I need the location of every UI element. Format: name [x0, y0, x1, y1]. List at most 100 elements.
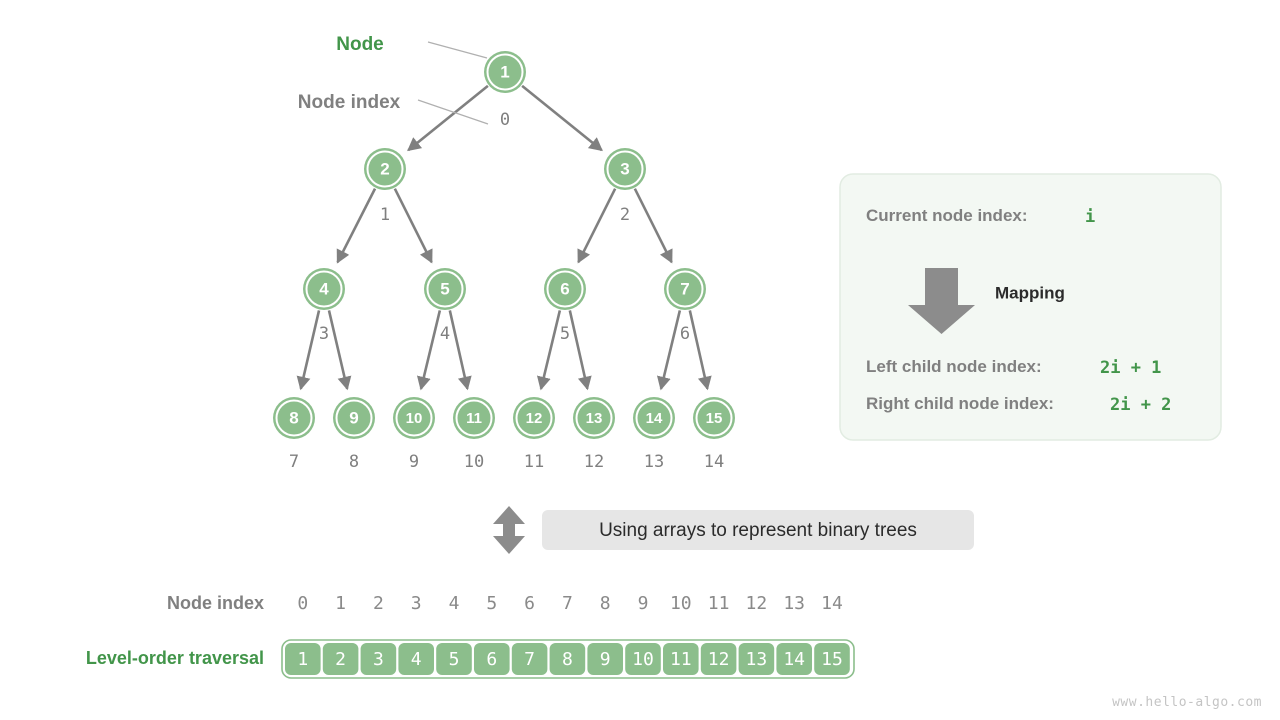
node-circle: [633, 397, 675, 439]
node-leader-line: [427, 41, 488, 59]
array-cell[interactable]: [436, 643, 472, 675]
array-cell[interactable]: [738, 643, 775, 675]
tree-node[interactable]: 5: [424, 268, 466, 310]
array-cell-value: 15: [821, 649, 843, 670]
node-circle: [573, 397, 615, 439]
node-inner-ring: [426, 270, 464, 308]
node-inner-ring: [546, 270, 584, 308]
node-value: 10: [406, 410, 423, 427]
node-index-value: 3: [319, 324, 329, 344]
tree-edge: [688, 310, 712, 391]
array-index-value: 14: [821, 593, 843, 614]
node-inner-ring: [395, 399, 433, 437]
node-index-value: 8: [349, 452, 359, 472]
node-circle: [364, 148, 406, 190]
node-index-value: 14: [704, 452, 724, 472]
node-value: 2: [380, 159, 389, 178]
node-inner-ring: [305, 270, 343, 308]
tree-node[interactable]: 15: [693, 397, 735, 439]
node-index-value: 9: [409, 452, 419, 472]
mapping-panel: Current node index: i Mapping Left child…: [839, 173, 1222, 441]
array-cell-value: 6: [486, 649, 497, 670]
array-cell[interactable]: [814, 643, 850, 675]
array-cell-value: 5: [449, 649, 460, 670]
transform-caption: Using arrays to represent binary trees: [493, 506, 974, 554]
node-inner-ring: [666, 270, 704, 308]
node-inner-ring: [486, 53, 524, 91]
tree-node[interactable]: 8: [273, 397, 315, 439]
node-value: 14: [646, 410, 663, 427]
node-value: 8: [289, 408, 298, 427]
tree-edge: [448, 310, 472, 391]
node-inner-ring: [455, 399, 493, 437]
node-value: 13: [586, 410, 603, 427]
array-cell[interactable]: [511, 643, 548, 675]
tree-edge: [336, 188, 377, 264]
array-cell[interactable]: [700, 643, 737, 675]
array-cell[interactable]: [663, 643, 699, 675]
array-cell-value: 2: [335, 649, 346, 670]
tree-node[interactable]: 2: [364, 148, 406, 190]
mapping-panel-box: [839, 173, 1222, 441]
node-inner-ring: [695, 399, 733, 437]
array-cell[interactable]: [322, 643, 359, 675]
array-cell-value: 9: [600, 649, 611, 670]
array-cell[interactable]: [285, 643, 321, 675]
array-cell[interactable]: [587, 643, 623, 675]
tree-node[interactable]: 4: [303, 268, 345, 310]
tree-edge: [521, 84, 603, 152]
node-index-value: 11: [524, 452, 544, 472]
current-index-value: i: [1085, 207, 1095, 227]
left-child-label: Left child node index:: [866, 357, 1042, 376]
array-cell[interactable]: [625, 643, 661, 675]
tree-node[interactable]: 13: [573, 397, 615, 439]
left-child-value: 2i + 1: [1100, 358, 1161, 378]
array-cell[interactable]: [776, 643, 812, 675]
node-index-value: 0: [500, 110, 510, 130]
tree-node[interactable]: 11: [453, 397, 495, 439]
array-cell[interactable]: [474, 643, 510, 675]
tree-node[interactable]: 14: [633, 397, 675, 439]
node-value: 1: [500, 62, 509, 81]
node-circle: [453, 397, 495, 439]
tree-edge: [568, 310, 592, 391]
array-cell-value: 3: [373, 649, 384, 670]
node-index-value: 5: [560, 324, 570, 344]
array-index-value: 12: [746, 593, 768, 614]
node-inner-ring: [515, 399, 553, 437]
tree-node[interactable]: 10: [393, 397, 435, 439]
array-cell[interactable]: [360, 643, 397, 675]
tree-node[interactable]: 12: [513, 397, 555, 439]
node-index-value: 13: [644, 452, 664, 472]
tree-node[interactable]: 9: [333, 397, 375, 439]
array-index-value: 6: [524, 593, 535, 614]
tree-node[interactable]: 3: [604, 148, 646, 190]
node-value: 12: [526, 410, 543, 427]
node-inner-ring: [366, 150, 404, 188]
tree-node[interactable]: 7: [664, 268, 706, 310]
node-circle: [303, 268, 345, 310]
node-circle: [693, 397, 735, 439]
node-index-value: 10: [464, 452, 484, 472]
array-cell[interactable]: [549, 643, 586, 675]
array-index-value: 7: [562, 593, 573, 614]
node-circle: [393, 397, 435, 439]
tree-node[interactable]: 6: [544, 268, 586, 310]
array-cell-value: 12: [708, 649, 730, 670]
array-cell-value: 11: [670, 649, 692, 670]
node-inner-ring: [575, 399, 613, 437]
caption-text: Using arrays to represent binary trees: [599, 520, 917, 541]
tree-edge: [416, 310, 442, 391]
array-cell[interactable]: [398, 643, 434, 675]
tree-node[interactable]: 1: [484, 51, 526, 93]
array-outline: [281, 639, 855, 679]
current-index-label: Current node index:: [866, 206, 1028, 225]
node-index-value: 1: [380, 205, 390, 225]
tree-edge: [407, 84, 489, 152]
watermark: www.hello-algo.com: [1112, 695, 1262, 710]
